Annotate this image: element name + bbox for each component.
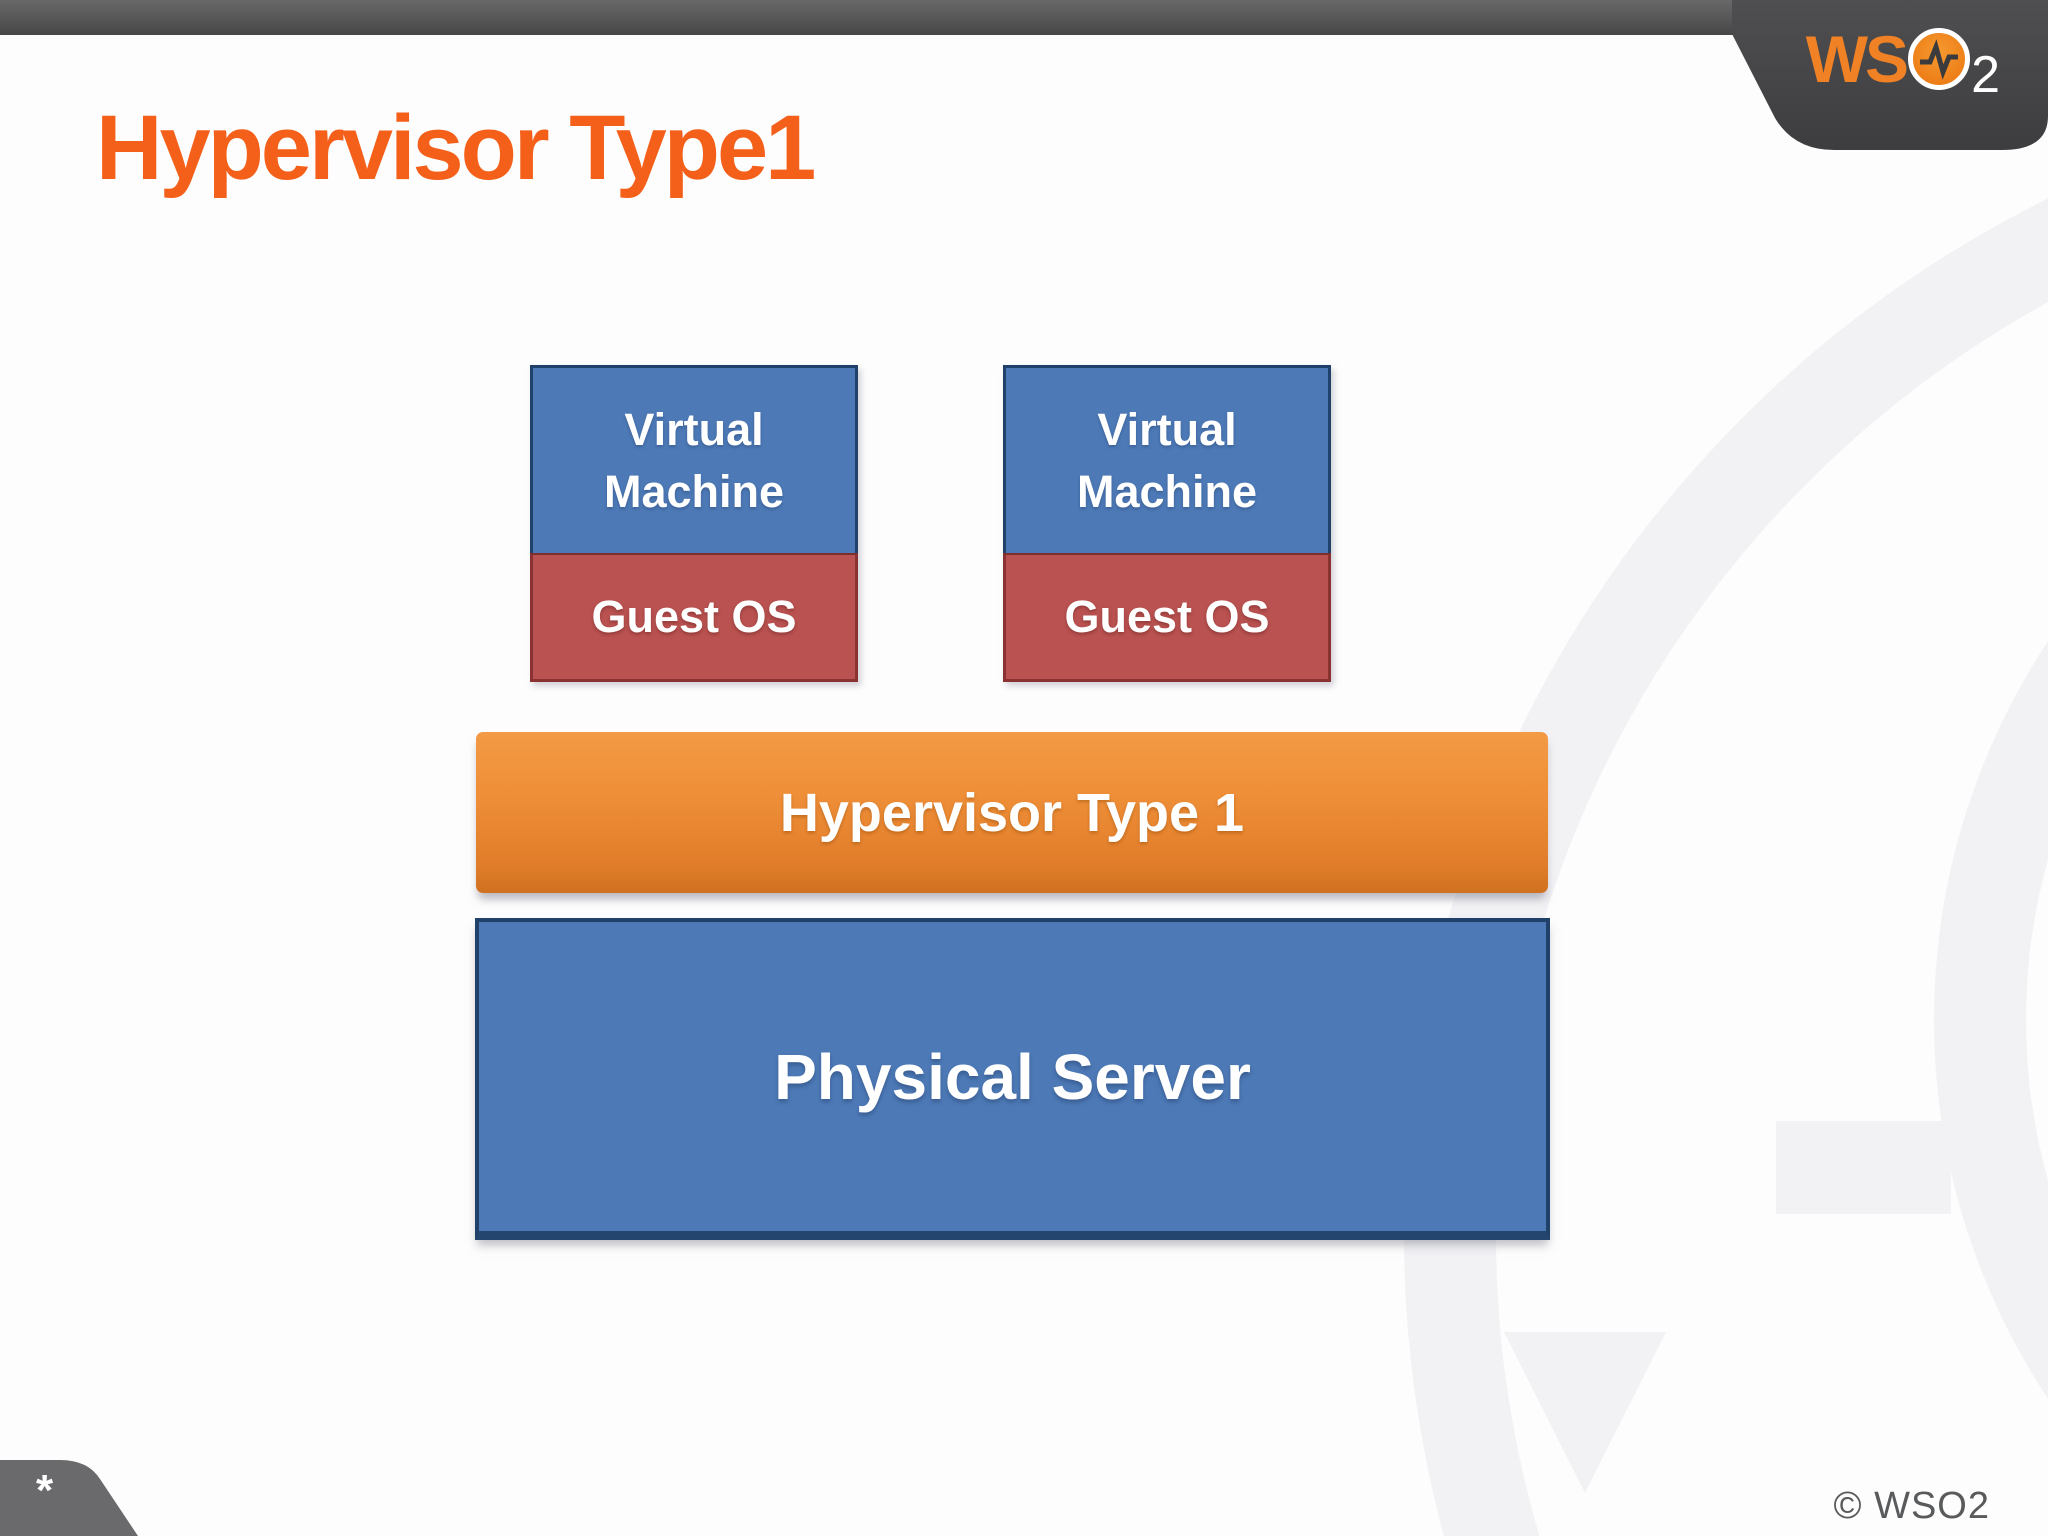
top-bar (0, 0, 2048, 35)
wso2-logo-circle (1908, 28, 1971, 90)
hypervisor-bar: Hypervisor Type 1 (476, 732, 1548, 893)
wso2-logo: WS 2 (1805, 22, 2000, 101)
copyright-text: © WSO2 (1833, 1485, 1990, 1527)
hypervisor-label: Hypervisor Type 1 (779, 782, 1245, 843)
guest-os-section: Guest OS (530, 553, 858, 682)
pulse-icon (1920, 39, 1959, 80)
footnote-marker: * (36, 1466, 54, 1515)
footer-tab (0, 1460, 138, 1536)
virtual-machine-box-1: Virtual Machine Guest OS (530, 365, 858, 682)
virtual-machine-section: Virtual Machine (530, 365, 858, 553)
guest-os-label: Guest OS (1064, 591, 1270, 642)
guest-os-label: Guest OS (591, 591, 797, 642)
wso2-logo-two-text: 2 (1971, 46, 2000, 104)
virtual-machine-label: Virtual Machine (603, 403, 785, 517)
page-title: Hypervisor Type1 (96, 96, 816, 199)
corner-tab (1732, 0, 2048, 150)
virtual-machine-section: Virtual Machine (1003, 365, 1331, 553)
guest-os-section: Guest OS (1003, 553, 1331, 682)
physical-server-box: Physical Server (475, 918, 1550, 1240)
virtual-machine-box-2: Virtual Machine Guest OS (1003, 365, 1331, 682)
physical-server-label: Physical Server (774, 1040, 1251, 1113)
wso2-logo-ws-text: WS (1805, 22, 1909, 96)
virtual-machine-label: Virtual Machine (1076, 403, 1258, 517)
